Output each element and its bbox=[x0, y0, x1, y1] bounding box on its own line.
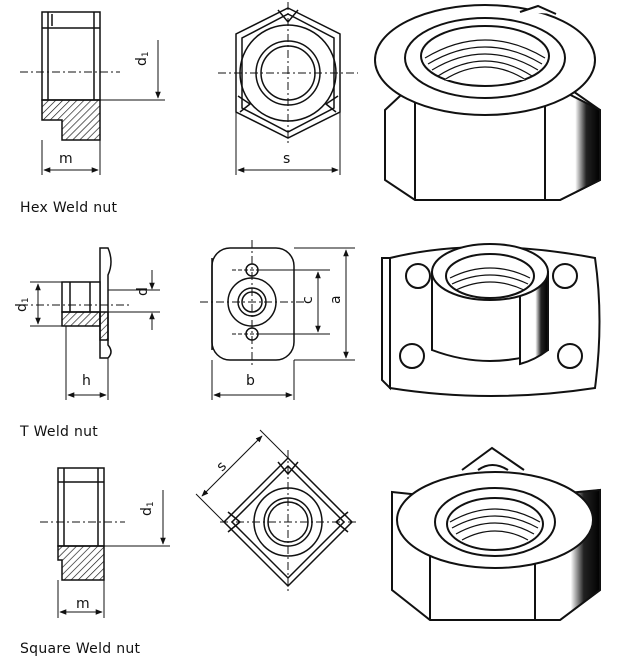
square-m-label: m bbox=[76, 596, 90, 612]
square-d1-label: d1 bbox=[139, 501, 156, 516]
t-side-view bbox=[20, 247, 160, 400]
hex-weld-nut-render bbox=[374, 4, 601, 201]
hex-d1-label: d1 bbox=[134, 51, 151, 66]
t-top-view bbox=[200, 240, 355, 400]
t-c-label: c bbox=[300, 296, 316, 304]
t-weld-nut-render bbox=[381, 243, 601, 397]
t-d-label: d bbox=[135, 287, 151, 296]
hex-top-view bbox=[218, 2, 358, 175]
hex-weld-nut-caption: Hex Weld nut bbox=[20, 200, 118, 216]
hex-s-label: s bbox=[283, 151, 290, 167]
hex-m-label: m bbox=[59, 151, 73, 167]
t-h-label: h bbox=[82, 373, 91, 389]
square-side-view bbox=[40, 467, 170, 618]
t-b-label: b bbox=[246, 373, 255, 389]
t-a-label: a bbox=[328, 295, 344, 304]
t-weld-nut-caption: T Weld nut bbox=[20, 424, 99, 440]
square-weld-nut-render bbox=[391, 446, 601, 621]
square-weld-nut-caption: Square Weld nut bbox=[20, 641, 141, 657]
t-d1-label: d1 bbox=[14, 297, 31, 312]
square-top-view bbox=[195, 429, 358, 594]
square-s-label: s bbox=[214, 458, 230, 474]
hex-side-view bbox=[20, 11, 165, 175]
